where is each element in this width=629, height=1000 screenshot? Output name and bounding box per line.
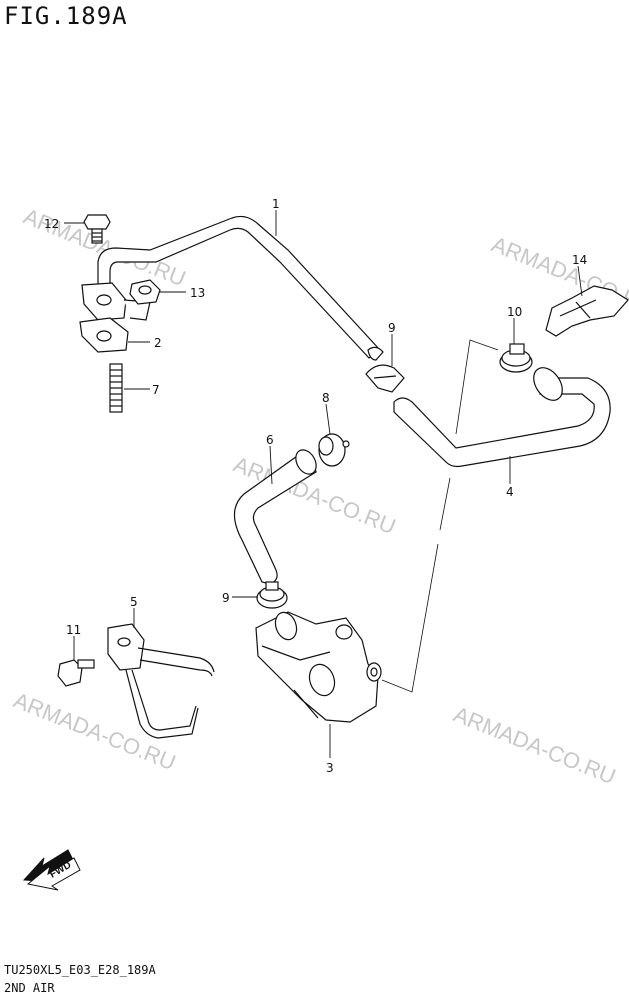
callout-5: 5: [130, 595, 138, 609]
figure-title: FIG.189A: [4, 2, 128, 30]
part-12-bolt: [83, 214, 111, 244]
part-1-hose: [97, 215, 384, 361]
part-3-valve: [255, 611, 382, 723]
figure-name: 2ND AIR: [4, 981, 55, 995]
part-9-clamp-upper: [365, 364, 405, 393]
callout-6: 6: [266, 433, 274, 447]
part-10-clamp: [499, 343, 533, 373]
callout-8: 8: [322, 391, 330, 405]
callout-7: 7: [152, 383, 160, 397]
leader-lines: [64, 210, 583, 758]
callout-9-upper: 9: [388, 321, 396, 335]
part-9-clamp-lower: [256, 581, 288, 609]
callout-4: 4: [506, 485, 514, 499]
callout-14: 14: [572, 253, 587, 267]
part-14-clip: [545, 285, 629, 337]
part-13-nut: [129, 279, 161, 305]
figure-code: TU250XL5_E03_E28_189A: [4, 963, 156, 977]
fwd-arrow: FWD: [22, 849, 81, 891]
watermark-5: ARMADA-CO.RU: [450, 701, 619, 789]
callout-10: 10: [507, 305, 522, 319]
callouts: 1 12 13 2 7 9 10 14 8 6 4 9 5 11 3: [44, 197, 587, 775]
callout-2: 2: [154, 336, 162, 350]
part-7-stud: [109, 363, 123, 413]
part-4-hose: [393, 367, 611, 468]
reference-lines: [381, 339, 499, 693]
part-2-gasket: [79, 317, 129, 353]
callout-11: 11: [66, 623, 81, 637]
part-8-cap: [318, 433, 350, 467]
part-6-hose: [233, 449, 317, 585]
part-5-bracket: [107, 623, 215, 739]
callout-3: 3: [326, 761, 334, 775]
callout-9-lower: 9: [222, 591, 230, 605]
callout-13: 13: [190, 286, 205, 300]
callout-1: 1: [272, 197, 280, 211]
part-11-screw: [57, 659, 95, 687]
callout-12: 12: [44, 217, 59, 231]
